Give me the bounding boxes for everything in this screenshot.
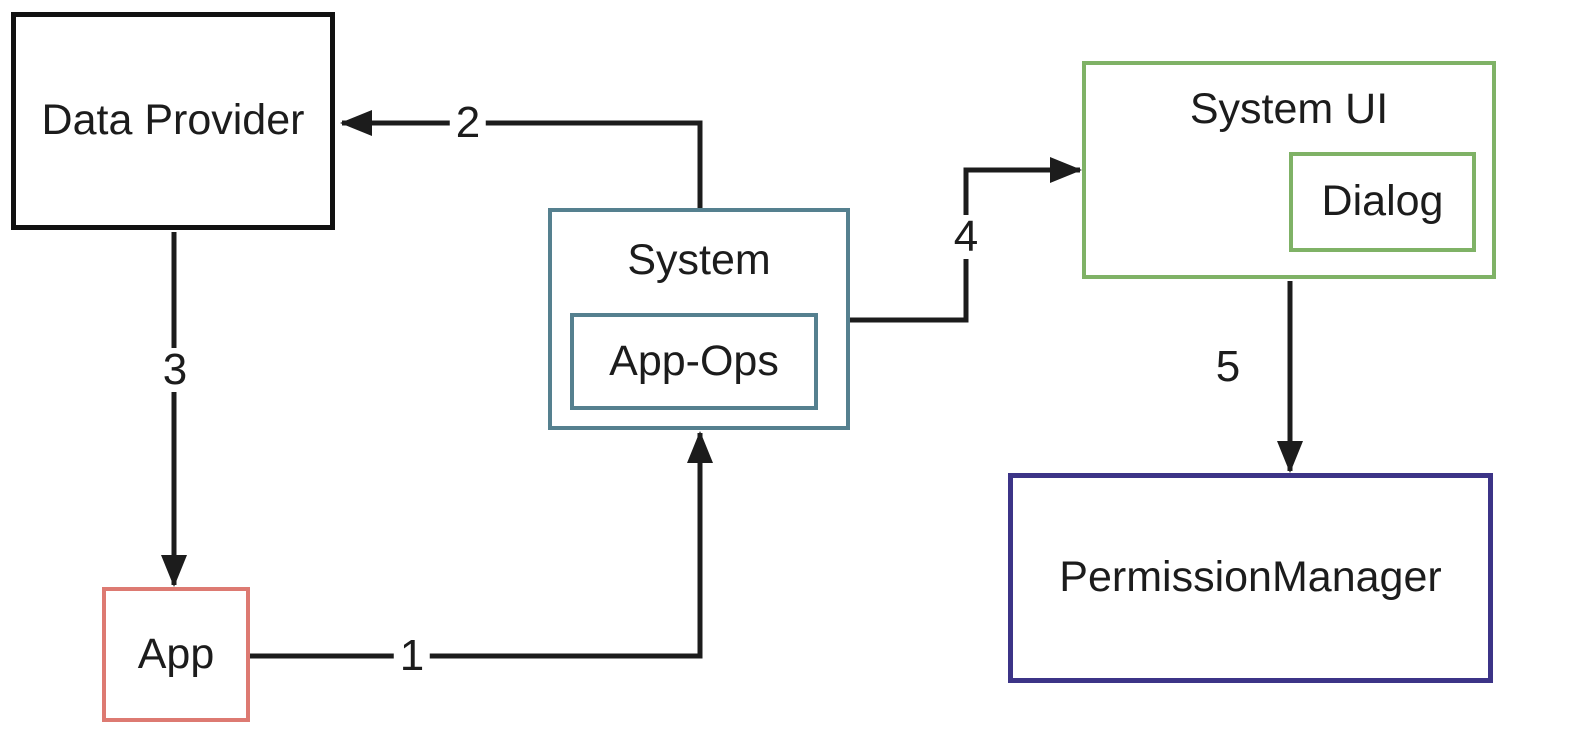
node-data-provider: Data Provider (11, 12, 335, 230)
node-system-label: System (627, 236, 771, 284)
edge-label-1: 1 (393, 634, 431, 678)
node-app-ops-label: App-Ops (609, 336, 779, 385)
node-system-ui-label: System UI (1189, 85, 1389, 133)
arrow-1-app-to-system (250, 431, 713, 659)
node-permission-manager-label: PermissionManager (1059, 553, 1442, 602)
node-permission-manager: PermissionManager (1008, 473, 1493, 683)
node-app-label: App (137, 629, 215, 678)
node-app-ops: App-Ops (570, 313, 818, 410)
edge-label-5: 5 (1209, 345, 1247, 389)
node-app: App (102, 587, 250, 722)
edge-label-2: 2 (449, 101, 487, 145)
node-data-provider-label: Data Provider (41, 96, 305, 145)
node-dialog: Dialog (1289, 152, 1476, 252)
node-system: System App-Ops (548, 208, 850, 430)
edge-label-4: 4 (947, 215, 985, 259)
arrow-2-system-to-data-provider (340, 110, 703, 210)
node-dialog-label: Dialog (1321, 177, 1444, 226)
edge-label-3: 3 (156, 348, 194, 392)
node-system-ui: System UI Dialog (1082, 61, 1496, 279)
